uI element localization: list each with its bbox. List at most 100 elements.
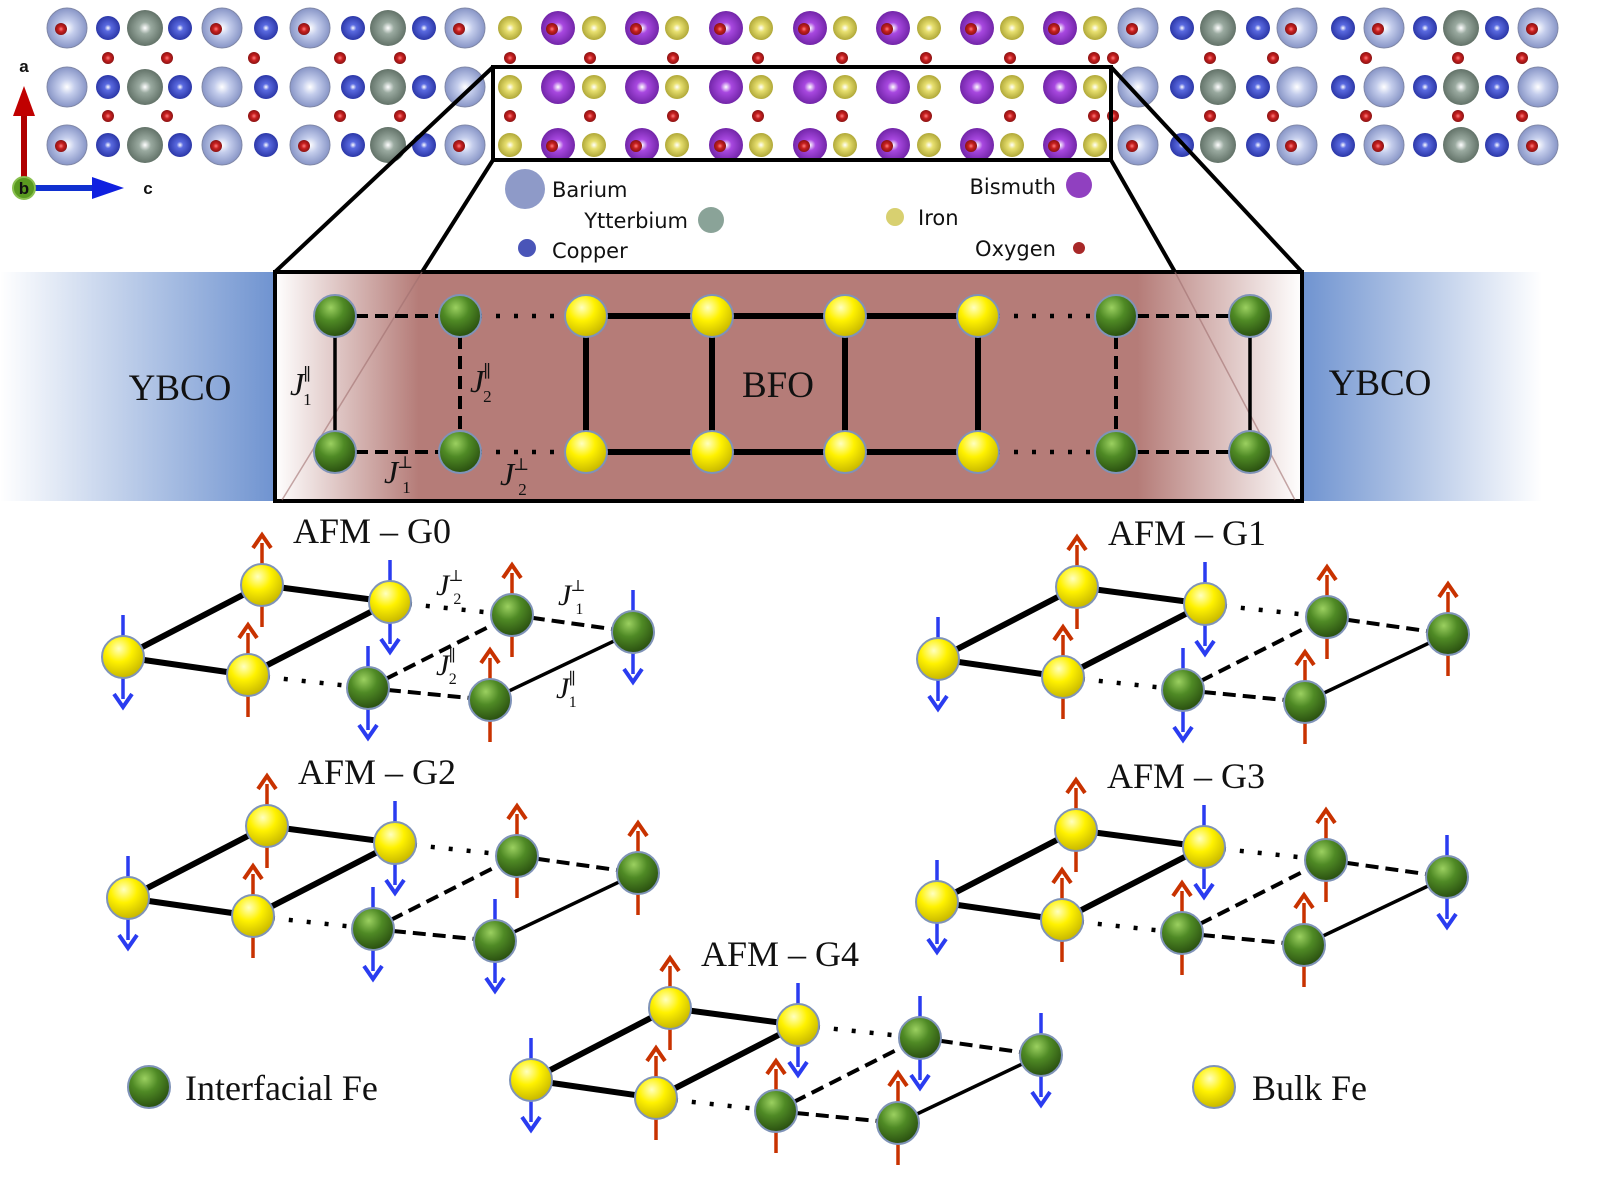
interfacial-fe-atom — [351, 907, 395, 951]
bulk-fe-atom — [823, 294, 867, 338]
bismuth-atom — [625, 11, 659, 45]
bismuth-atom — [876, 128, 910, 162]
bismuth-atom — [709, 128, 743, 162]
interfacial-fe-atom — [611, 610, 655, 654]
bulk-fe-atom — [956, 294, 1000, 338]
zoom-line-faint — [281, 271, 423, 501]
spin-up-arrowhead — [1294, 648, 1316, 667]
bismuth-atom — [541, 70, 575, 104]
barium-atom — [1363, 7, 1405, 49]
spin-down-arrowhead — [1436, 912, 1458, 931]
oxygen-atom — [667, 110, 679, 122]
oxygen-atom — [394, 110, 406, 122]
bulk-fe-atom — [1054, 808, 1098, 852]
dashed-bond — [367, 613, 513, 690]
iron-atom — [582, 133, 606, 157]
bulk-fe-atom — [240, 563, 284, 607]
thick-bond — [126, 823, 269, 901]
a-axis-arrowhead — [13, 86, 35, 116]
afm-panel-title: AFM – G3 — [1107, 756, 1265, 796]
oxygen-atom — [210, 23, 222, 35]
ytterbium-atom — [370, 10, 406, 46]
spin-down-arrowhead — [927, 694, 949, 713]
spin-up-arrowhead — [251, 531, 273, 550]
bulk-fe-atom — [690, 430, 734, 474]
bismuth-atom — [960, 70, 994, 104]
spin-up-arrowhead — [1293, 891, 1315, 910]
barium-atom — [289, 124, 331, 166]
zoom-line — [1109, 65, 1304, 274]
interfacial-fe-atom — [1019, 1033, 1063, 1077]
ybco-left-region — [0, 272, 275, 501]
oxygen-atom — [584, 110, 596, 122]
oxygen-atom — [546, 23, 558, 35]
iron-atom — [665, 75, 689, 99]
barium-atom — [444, 7, 486, 49]
ytterbium-atom — [127, 10, 163, 46]
spin-down-arrowhead — [362, 964, 384, 983]
oxygen-atom — [1285, 140, 1297, 152]
oxygen-atom — [752, 52, 764, 64]
spin-up-arrowhead — [237, 621, 259, 640]
afm-panel-title: AFM – G2 — [298, 752, 456, 792]
oxygen-atom — [584, 52, 596, 64]
axis-b-label: b — [19, 179, 29, 198]
oxygen-atom — [1526, 23, 1538, 35]
oxygen-atom — [504, 52, 516, 64]
bulk-fe-atom — [564, 294, 608, 338]
bulk-fe-atom — [956, 430, 1000, 474]
copper-atom — [341, 16, 365, 40]
spin-up-arrowhead — [479, 646, 501, 665]
oxygen-atom — [1048, 140, 1060, 152]
bulk-fe-atom — [101, 635, 145, 679]
iron-label: Iron — [918, 206, 959, 230]
oxygen-atom — [1372, 23, 1384, 35]
coupling-j1-parallel: J∥1 — [290, 365, 312, 409]
barium-atom — [1117, 124, 1159, 166]
bulk-fe-label: Bulk Fe — [1252, 1068, 1367, 1108]
barium-label: Barium — [552, 178, 628, 202]
iron-atom — [665, 16, 689, 40]
oxygen-atom — [836, 52, 848, 64]
oxygen-atom — [334, 52, 346, 64]
interfacial-fe-atom — [313, 430, 357, 474]
oxygen-atom — [714, 140, 726, 152]
bismuth-atom — [876, 11, 910, 45]
thin-bond — [489, 630, 634, 702]
barium-atom — [201, 124, 243, 166]
barium-atom — [1363, 66, 1405, 108]
interfacial-fe-atom — [1228, 294, 1272, 338]
oxygen-atom — [798, 23, 810, 35]
oxygen-atom — [102, 110, 114, 122]
spin-down-arrowhead — [357, 723, 379, 742]
barium-atom — [46, 66, 88, 108]
interfacial-fe-atom — [1305, 595, 1349, 639]
barium-atom — [1517, 66, 1559, 108]
spin-down-arrowhead — [622, 667, 644, 686]
oxygen-label: Oxygen — [975, 237, 1056, 261]
copper-atom — [168, 16, 192, 40]
thick-bond — [1061, 601, 1207, 680]
dashed-bond — [775, 1036, 921, 1113]
fe-legend: Interfacial Fe Bulk Fe — [127, 1065, 1367, 1109]
oxygen-atom — [630, 140, 642, 152]
ytterbium-atom — [1443, 10, 1479, 46]
bulk-fe-atom — [690, 294, 734, 338]
spin-up-arrowhead — [242, 862, 264, 881]
spin-down-arrowhead — [787, 1060, 809, 1079]
bismuth-atom — [541, 11, 575, 45]
iron-atom — [833, 133, 857, 157]
spin-up-arrowhead — [627, 819, 649, 838]
copper-atom — [412, 133, 436, 157]
crystal-structure — [46, 7, 1559, 166]
zoom-line — [273, 65, 495, 274]
iron-atom — [498, 133, 522, 157]
spin-up-arrowhead — [501, 561, 523, 580]
barium-atom — [1517, 124, 1559, 166]
ybco-right-region — [1302, 272, 1542, 501]
oxygen-atom — [714, 23, 726, 35]
copper-atom — [1331, 75, 1355, 99]
oxygen-atom — [965, 23, 977, 35]
interfacial-fe-atom — [490, 593, 534, 637]
copper-label: Copper — [552, 239, 628, 263]
